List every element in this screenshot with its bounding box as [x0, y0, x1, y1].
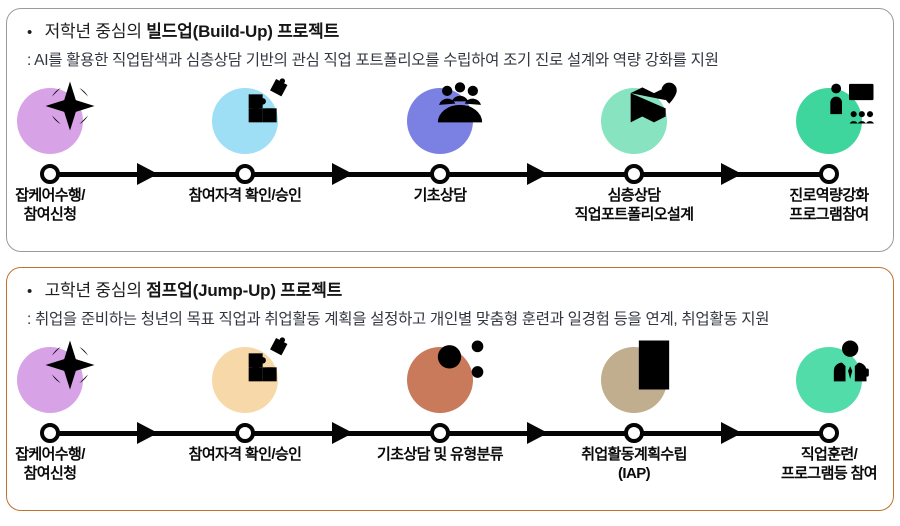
- timeline-step: 참여자격 확인/승인: [150, 84, 340, 226]
- timeline-step: 잡케어수행/참여신청: [0, 343, 145, 485]
- arrow-right-icon: [527, 163, 548, 185]
- arrow-right-icon: [332, 163, 353, 185]
- arrow-right-icon: [721, 422, 742, 444]
- arrow-right-icon: [137, 422, 158, 444]
- puzzle-icon: [237, 337, 293, 393]
- step-label: 잡케어수행/참여신청: [15, 446, 85, 483]
- timeline-step: 기초상담 및 유형분류: [345, 343, 535, 485]
- step-label: 참여자격 확인/승인: [188, 187, 302, 204]
- timeline-node: [819, 164, 839, 184]
- compass-icon: [42, 337, 98, 393]
- panel-subtitle: : 취업을 준비하는 청년의 목표 직업과 취업활동 계획을 설정하고 개인별 …: [27, 311, 770, 328]
- timeline-node: [40, 423, 60, 443]
- arrow-right-icon: [137, 163, 158, 185]
- step-label: 참여자격 확인/승인: [188, 446, 302, 463]
- timeline-step: 취업활동계획수립(IAP): [539, 343, 729, 485]
- businessman-icon: [821, 337, 877, 393]
- step-label: 잡케어수행/참여신청: [15, 187, 85, 224]
- jump-up-panel: • 고학년 중심의 점프업(Jump-Up) 프로젝트 : 취업을 준비하는 청…: [6, 267, 894, 511]
- panel-title-emphasis: 점프업(Jump-Up) 프로젝트: [146, 281, 343, 300]
- panel-subtitle: : AI를 활용한 직업탐색과 심층상담 기반의 관심 직업 포트폴리오를 수립…: [27, 52, 719, 69]
- timeline-node: [430, 423, 450, 443]
- jump-up-timeline: 잡케어수행/참여신청 참여자격 확인/승인 기초상담 및 유형분류 취업활동: [7, 343, 893, 485]
- compass-icon: [42, 78, 98, 134]
- timeline-node: [235, 423, 255, 443]
- puzzle-icon: [237, 78, 293, 134]
- step-bubble: [796, 347, 862, 413]
- timeline-step: 기초상담: [345, 84, 535, 226]
- panel-title: • 저학년 중심의 빌드업(Build-Up) 프로젝트: [25, 20, 875, 45]
- arrow-right-icon: [332, 422, 353, 444]
- meeting-icon: [432, 78, 488, 134]
- panel-title-prefix: 고학년 중심의: [44, 281, 142, 300]
- person-network-icon: [432, 337, 488, 393]
- step-label: 직업훈련/프로그램등 참여: [781, 446, 878, 483]
- build-up-panel: • 저학년 중심의 빌드업(Build-Up) 프로젝트 : AI를 활용한 직…: [6, 8, 894, 252]
- step-label: 취업활동계획수립(IAP): [581, 446, 687, 483]
- timeline-step: 직업훈련/프로그램등 참여: [734, 343, 900, 485]
- panel-title-prefix: 저학년 중심의: [44, 22, 142, 41]
- checklist-icon: [626, 337, 682, 393]
- panel-title-emphasis: 빌드업(Build-Up) 프로젝트: [146, 22, 340, 41]
- timeline-node: [624, 164, 644, 184]
- timeline-step: 잡케어수행/참여신청: [0, 84, 145, 226]
- bullet-marker: •: [27, 283, 33, 300]
- timeline-node: [430, 164, 450, 184]
- bullet-marker: •: [27, 24, 33, 41]
- timeline-node: [819, 423, 839, 443]
- map-pin-icon: [626, 78, 682, 134]
- teacher-board-icon: [821, 78, 877, 134]
- timeline-step: 참여자격 확인/승인: [150, 343, 340, 485]
- timeline-node: [624, 423, 644, 443]
- arrow-right-icon: [527, 422, 548, 444]
- step-label: 기초상담 및 유형분류: [377, 446, 504, 463]
- arrow-right-icon: [721, 163, 742, 185]
- step-label: 기초상담: [413, 187, 467, 204]
- timeline-node: [235, 164, 255, 184]
- timeline-node: [40, 164, 60, 184]
- panel-title: • 고학년 중심의 점프업(Jump-Up) 프로젝트: [25, 279, 875, 304]
